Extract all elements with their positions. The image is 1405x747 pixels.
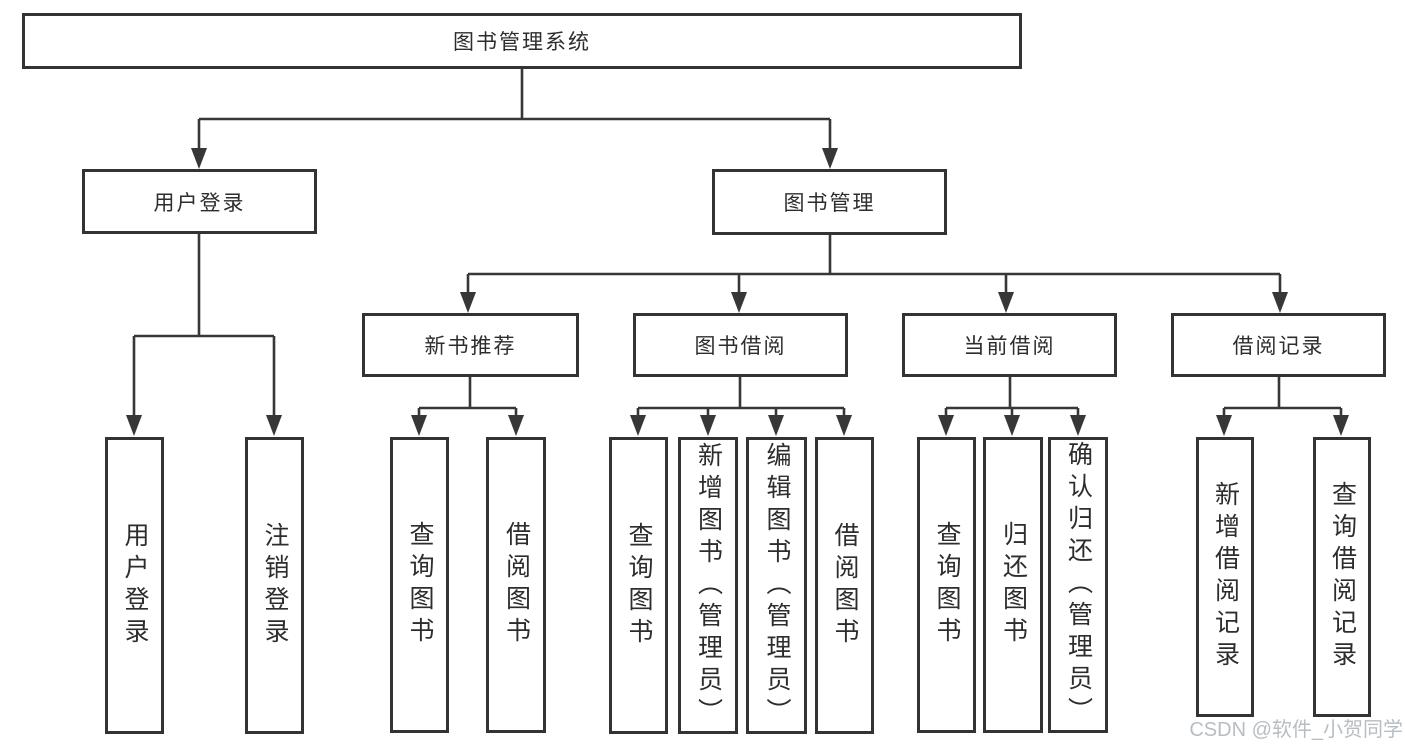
leaf-logout: 注销登录	[245, 437, 304, 734]
node-root: 图书管理系统	[22, 13, 1022, 69]
leaf-return-books: 归还图书	[983, 437, 1043, 733]
node-user-login: 用户登录	[82, 169, 317, 234]
leaf-add-borrow-record: 新增借阅记录	[1196, 437, 1254, 717]
node-current-borrowing: 当前借阅	[902, 313, 1117, 377]
leaf-query-borrow-record: 查询借阅记录	[1313, 437, 1371, 717]
node-book-management: 图书管理	[712, 169, 947, 235]
node-book-borrowing: 图书借阅	[633, 313, 848, 377]
leaf-query-books-current: 查询图书	[917, 437, 976, 733]
node-borrowing-records: 借阅记录	[1171, 313, 1386, 377]
leaf-user-login: 用户登录	[105, 437, 164, 734]
leaf-add-books-admin: 新增图书（管理员）	[678, 437, 738, 734]
arrowheads	[126, 148, 1349, 436]
leaf-confirm-return-admin: 确认归还（管理员）	[1048, 437, 1108, 733]
leaf-edit-books-admin: 编辑图书（管理员）	[746, 437, 807, 734]
leaf-borrow-books: 借阅图书	[815, 437, 874, 734]
leaf-query-books-recommend: 查询图书	[390, 437, 449, 733]
leaf-borrow-books-recommend: 借阅图书	[486, 437, 546, 733]
node-new-book-recommendation: 新书推荐	[362, 313, 579, 377]
leaf-query-books-borrow: 查询图书	[609, 437, 668, 734]
watermark: CSDN @软件_小贺同学	[1189, 719, 1403, 741]
